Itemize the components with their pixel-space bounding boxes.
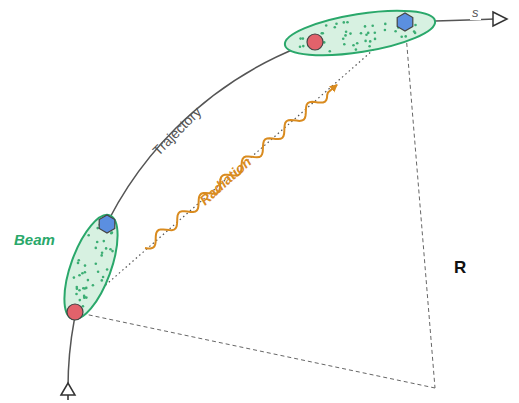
blue-particle [397,13,413,31]
beam-bunch [282,2,438,63]
particle-dot [84,287,87,290]
radiation-label: Radiation [197,154,254,207]
beam-ellipse [282,2,438,63]
particle-dot [110,232,113,235]
particle-dot [106,268,109,271]
particle-dot [77,262,80,265]
beam-bunch [53,208,128,325]
particle-dot [95,263,98,266]
beam-ellipse [53,208,128,325]
particle-dot [413,30,416,33]
particle-dot [356,42,359,45]
particle-dot [334,26,337,29]
particle-dot [299,45,302,48]
particle-dot [73,276,76,279]
red-particle [67,304,83,320]
particle-dot [360,32,363,35]
red-particle [307,34,323,50]
particle-dot [78,289,81,292]
particle-dot [369,40,372,43]
path-coordinate-label: s [470,5,481,20]
trajectory-line [68,19,495,400]
particle-dot [394,30,397,33]
particle-dot [102,276,105,279]
particle-dot [84,271,87,274]
particle-dot [101,251,104,254]
particle-dot [325,24,328,27]
particle-dot [404,35,407,38]
dotted-line [75,22,405,312]
particle-dot [344,34,347,37]
particle-dot [101,279,104,282]
particle-dot [342,37,345,40]
particle-dot [384,29,387,32]
particle-dot [364,40,367,43]
particle-dot [302,45,305,48]
particle-dot [84,264,87,267]
particle-dot [371,25,374,28]
particle-dot [75,293,78,296]
particle-dot [345,31,348,34]
particle-dot [105,247,108,250]
beam-label: Beam [14,232,55,247]
particle-dot [78,259,81,262]
trajectory-label: Trajectory [150,104,204,158]
particle-dots [73,18,417,308]
particle-dot [81,272,84,275]
particle-dot [87,279,90,282]
particle-dot [400,35,403,38]
particle-dot [374,32,377,35]
particle-dot [349,32,352,35]
radius-line [405,22,435,388]
particle-dot [329,50,332,53]
particle-dot [335,23,338,26]
particle-dot [384,23,387,26]
particle-dot [355,48,358,51]
particle-dot [79,299,82,302]
particle-dot [302,37,305,40]
particle-dot [352,44,355,47]
particle-dot [78,274,81,277]
particle-dot [374,38,377,41]
particle-dot [109,248,112,251]
particle-dot [367,32,370,35]
particle-dot [95,247,98,250]
particle-dot [111,250,114,253]
particle-dot [100,254,103,257]
particle-dot [322,32,325,35]
entry-arrow [61,383,75,395]
radius-label: R [452,258,468,277]
particle-dot [343,43,346,46]
particle-dot [76,286,79,289]
particle-dot [92,284,95,287]
particle-dot [343,21,346,24]
particle-dot [299,37,302,40]
particle-dot [97,270,100,273]
particle-dot [364,25,367,28]
radius-line [75,312,435,388]
particle-dot [83,295,86,298]
particle-dot [346,21,349,24]
blue-particle [99,215,115,233]
particle-dot [414,24,417,27]
particle-dot [96,241,99,244]
exit-arrow [493,12,507,26]
particle-dot [321,32,324,35]
particle-dot [368,45,371,48]
particle-dot [87,234,90,237]
radiation-wave [145,85,337,249]
particle-dot [111,231,114,234]
particle-dot [103,240,106,243]
